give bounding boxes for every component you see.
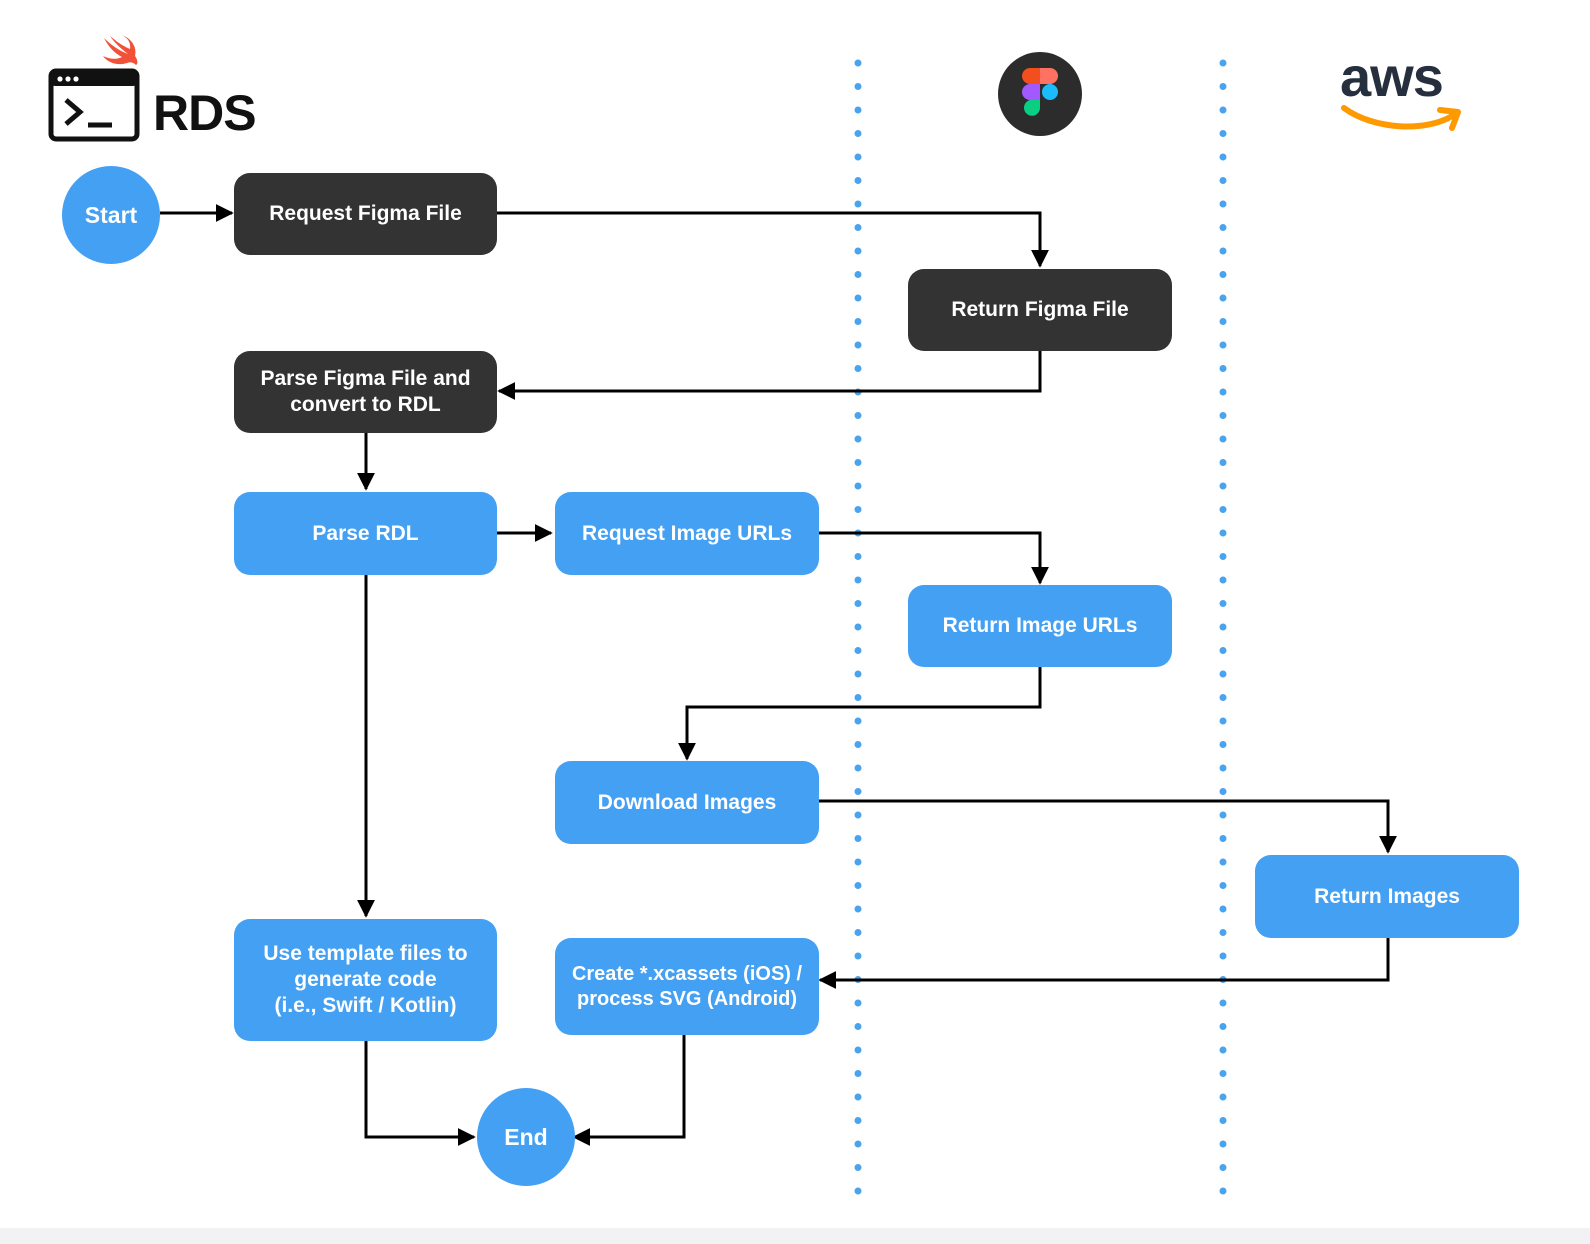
bottom-band [0,1228,1590,1244]
arrow-download-to-return-images [818,799,1397,854]
end-label: End [504,1124,548,1150]
start-label: Start [84,202,138,228]
end-node: End [477,1088,575,1186]
use-template-files-node: Use template files to generate code (i.e… [234,919,497,1041]
download-images-node: Download Images [555,761,819,844]
return-images-label: Return Images [1314,884,1460,908]
swift-bird-icon [103,35,138,65]
create-xcassets-label: Create *.xcassets (iOS) / process SVG (A… [571,962,803,1010]
parse-figma-file-label: Parse Figma File and convert to RDL [260,367,471,416]
download-images-label: Download Images [597,790,777,814]
create-xcassets-node: Create *.xcassets (iOS) / process SVG (A… [555,938,819,1035]
return-image-urls-node: Return Image URLs [908,585,1172,667]
arrow-return-figma-to-parse [497,351,1042,400]
arrow-create-to-end [572,1035,686,1146]
arrow-request-urls-to-return-urls [818,531,1049,585]
aws-smile-arrow-icon [1341,105,1461,131]
arrow-template-to-end [364,1041,476,1146]
aws-wordmark: aws [1340,45,1444,108]
parse-rdl-label: Parse RDL [312,521,419,545]
return-images-node: Return Images [1255,855,1519,938]
app-title: RDS [153,85,257,141]
return-figma-file-node: Return Figma File [908,269,1172,351]
return-figma-file-label: Return Figma File [951,298,1129,321]
request-figma-file-label: Request Figma File [269,202,462,225]
figma-logo-icon [998,52,1082,136]
arrow-request-to-return-figma [497,211,1049,268]
parse-figma-file-node: Parse Figma File and convert to RDL [234,351,497,433]
arrow-return-images-to-create [818,938,1390,989]
return-image-urls-label: Return Image URLs [942,614,1138,637]
request-image-urls-label: Request Image URLs [581,521,793,545]
request-figma-file-node: Request Figma File [234,173,497,255]
arrow-return-urls-to-download [678,667,1042,761]
parse-rdl-node: Parse RDL [234,492,497,575]
use-template-files-label: Use template files to generate code (i.e… [263,942,468,1017]
start-node: Start [62,166,160,264]
terminal-window-icon [48,68,140,142]
request-image-urls-node: Request Image URLs [555,492,819,575]
